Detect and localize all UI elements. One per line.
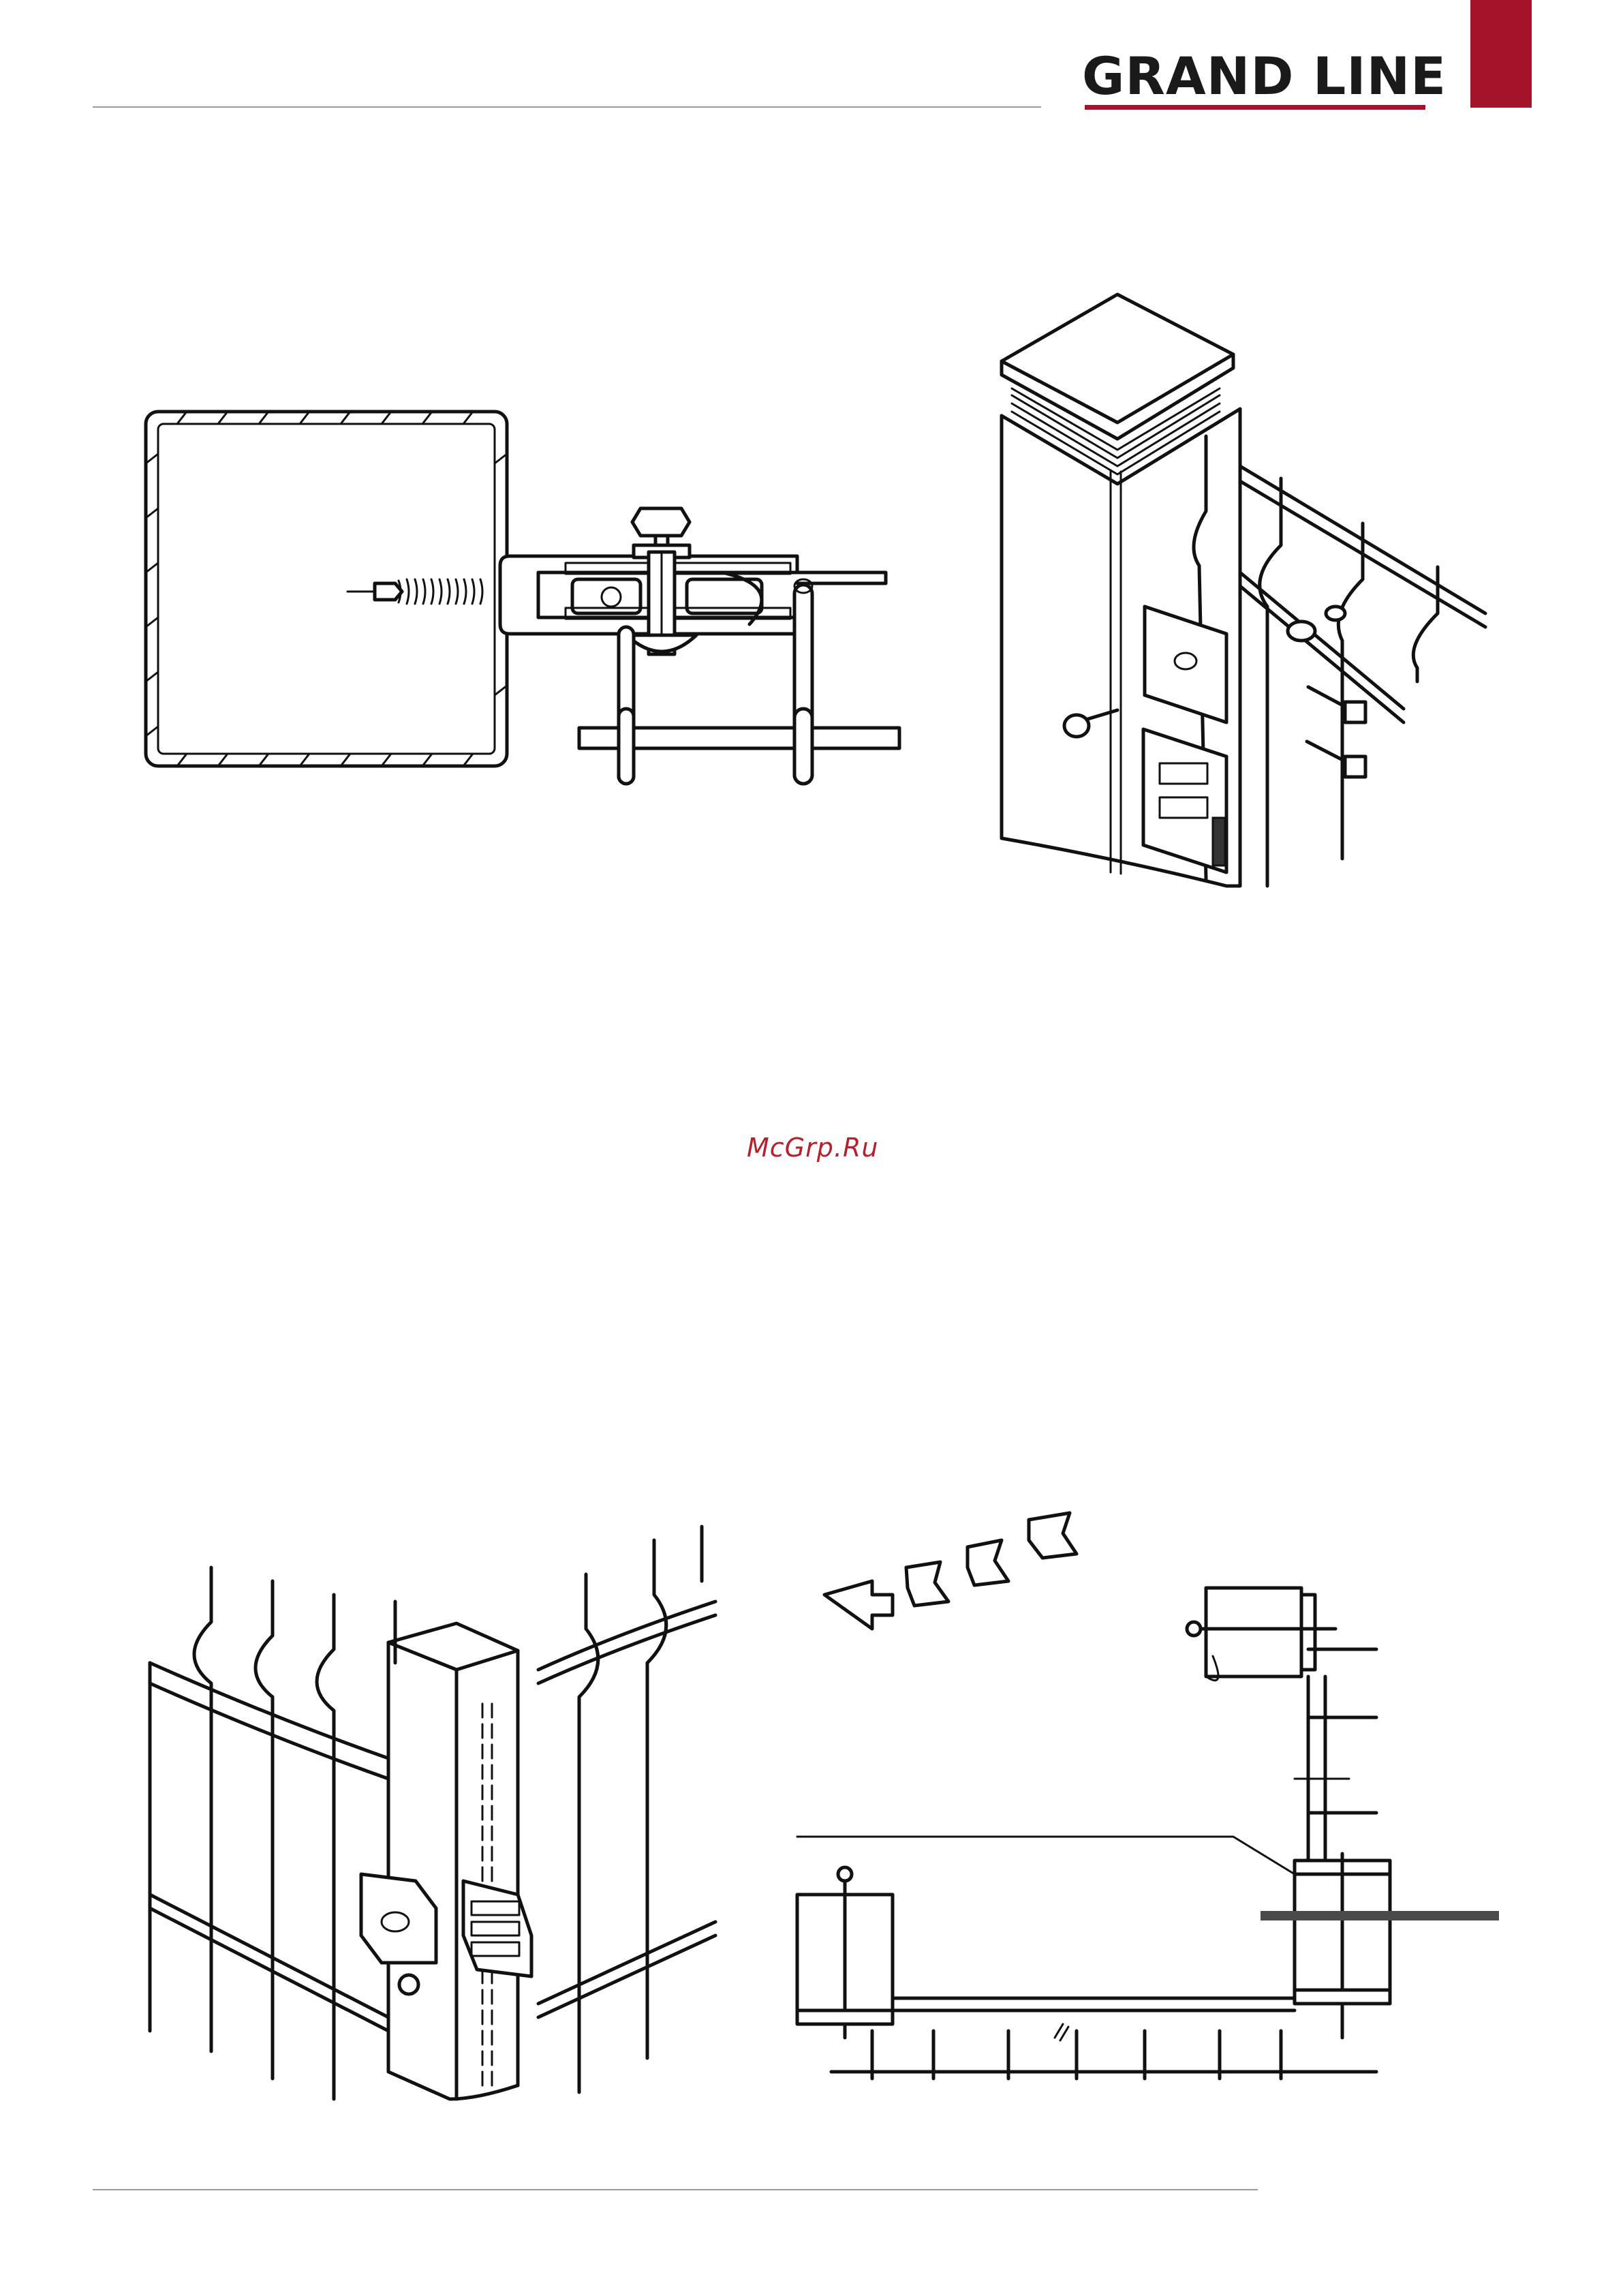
- corner-assembly-figure: [136, 1499, 749, 2113]
- post-clamp-cross-section-figure: [136, 382, 920, 791]
- plan-view-figure: [790, 1493, 1499, 2106]
- brand-name: GRAND LINE: [1082, 48, 1447, 105]
- header-divider: [93, 106, 1041, 108]
- post-with-cap-and-clamps-icon: [981, 286, 1513, 900]
- post-clamp-cross-section-icon: [136, 382, 920, 791]
- corner-post-with-fence-panels-icon: [136, 1499, 749, 2113]
- corner-installation-plan-view-icon: [790, 1493, 1499, 2106]
- brand-underline: [1085, 105, 1425, 110]
- footer-divider: [93, 2189, 1258, 2190]
- post-assembly-figure: [981, 286, 1513, 900]
- watermark-text: McGrp.Ru: [747, 1133, 878, 1163]
- brand-logo: GRAND LINE: [1082, 48, 1429, 109]
- brand-color-tab: [1470, 0, 1532, 108]
